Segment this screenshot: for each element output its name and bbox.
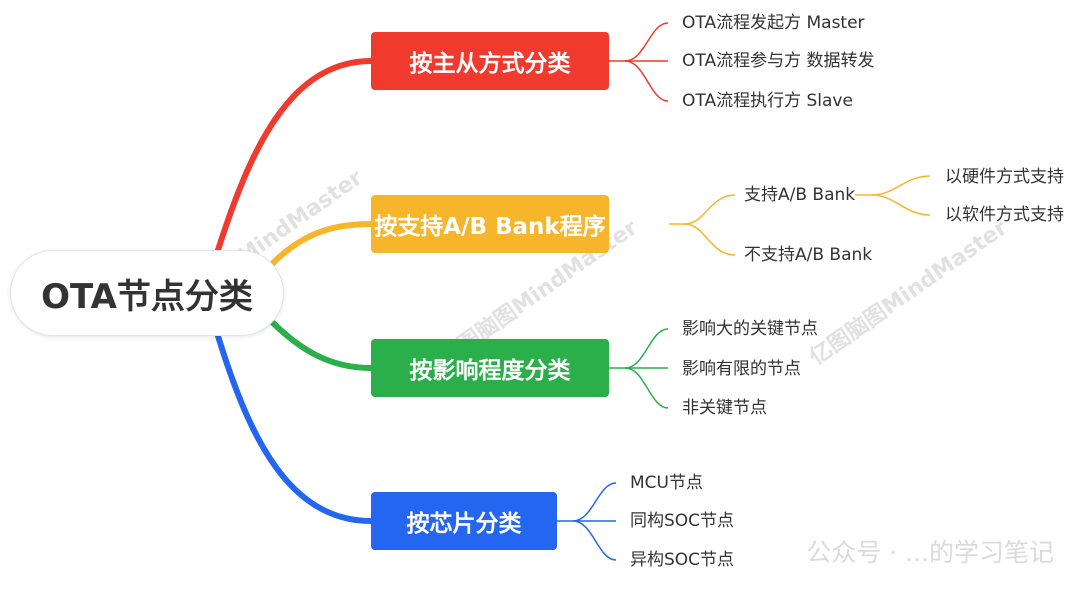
node-supports-ab[interactable]: 支持A/B Bank [744, 185, 856, 205]
leaf-hardware-support[interactable]: 以硬件方式支持 [945, 167, 1064, 187]
leaf-slave[interactable]: OTA流程执行方 Slave [682, 91, 853, 111]
connector-root-impact [267, 317, 374, 371]
leaf-critical[interactable]: 影响大的关键节点 [682, 319, 818, 339]
watermark-footer: 公众号 · ...的学习笔记 [806, 538, 1054, 567]
leaf-heterogeneous-soc[interactable]: 异构SOC节点 [630, 550, 735, 570]
root-node[interactable]: OTA节点分类 [10, 250, 284, 336]
leaf-noncritical[interactable]: 非关键节点 [682, 398, 767, 418]
branch-label: 按芯片分类 [406, 511, 522, 537]
branch-label: 按支持A/B Bank程序 [374, 214, 606, 240]
branch-impact[interactable]: 按影响程度分类 [371, 339, 609, 397]
leaf-limited[interactable]: 影响有限的节点 [682, 359, 801, 379]
leaf-mcu[interactable]: MCU节点 [630, 473, 703, 493]
connector-root-chip [215, 333, 374, 524]
leaf-master[interactable]: OTA流程发起方 Master [682, 13, 865, 33]
branch-ab-bank[interactable]: 按支持A/B Bank程序 [371, 195, 609, 253]
branch-label: 按影响程度分类 [409, 358, 571, 384]
node-no-ab[interactable]: 不支持A/B Bank [744, 245, 873, 265]
leaf-forwarder[interactable]: OTA流程参与方 数据转发 [682, 51, 875, 71]
leaf-homogeneous-soc[interactable]: 同构SOC节点 [630, 511, 735, 531]
branch-chip[interactable]: 按芯片分类 [371, 492, 557, 550]
branch-label: 按主从方式分类 [409, 51, 571, 77]
connector-root-ab-bank [267, 221, 374, 269]
connector-root-master-slave [215, 58, 374, 253]
leaf-software-support[interactable]: 以软件方式支持 [945, 205, 1064, 225]
branch-master-slave[interactable]: 按主从方式分类 [371, 32, 609, 90]
root-label: OTA节点分类 [41, 276, 253, 317]
